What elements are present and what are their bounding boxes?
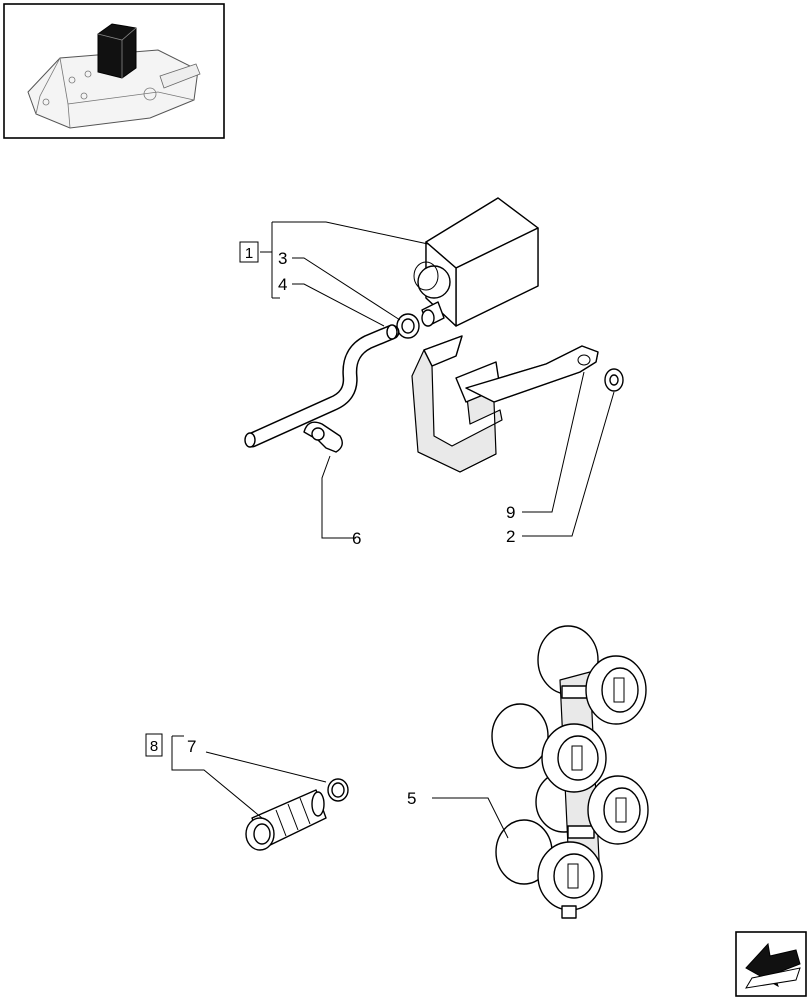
- callout-2[interactable]: 2: [506, 527, 515, 546]
- callout-3[interactable]: 3: [278, 249, 287, 268]
- bracket-part: [411, 335, 599, 473]
- assembly-thumbnail-icon: [3, 3, 225, 139]
- leader-lines-lower: [171, 735, 509, 839]
- pipe-part: [244, 324, 400, 448]
- next-page-arrow-icon[interactable]: [735, 931, 807, 997]
- svg-text:1: 1: [245, 245, 253, 262]
- o-ring-part: [396, 313, 420, 339]
- callout-4[interactable]: 4: [278, 275, 287, 294]
- washer-part: [604, 368, 624, 392]
- callout-6[interactable]: 6: [352, 529, 361, 548]
- leader-lines-upper: [260, 221, 615, 539]
- dust-plug-part: [245, 789, 327, 851]
- pipe-clip-part: [303, 421, 343, 453]
- callout-7[interactable]: 7: [187, 737, 196, 756]
- snap-ring-part: [327, 778, 349, 802]
- svg-text:8: 8: [150, 738, 158, 755]
- callout-1[interactable]: 1: [239, 241, 259, 263]
- callout-8[interactable]: 8: [145, 733, 163, 757]
- callout-9[interactable]: 9: [506, 503, 515, 522]
- coupling-block-part: [491, 625, 649, 919]
- callout-5[interactable]: 5: [407, 789, 416, 808]
- valve-block-part: [413, 197, 539, 327]
